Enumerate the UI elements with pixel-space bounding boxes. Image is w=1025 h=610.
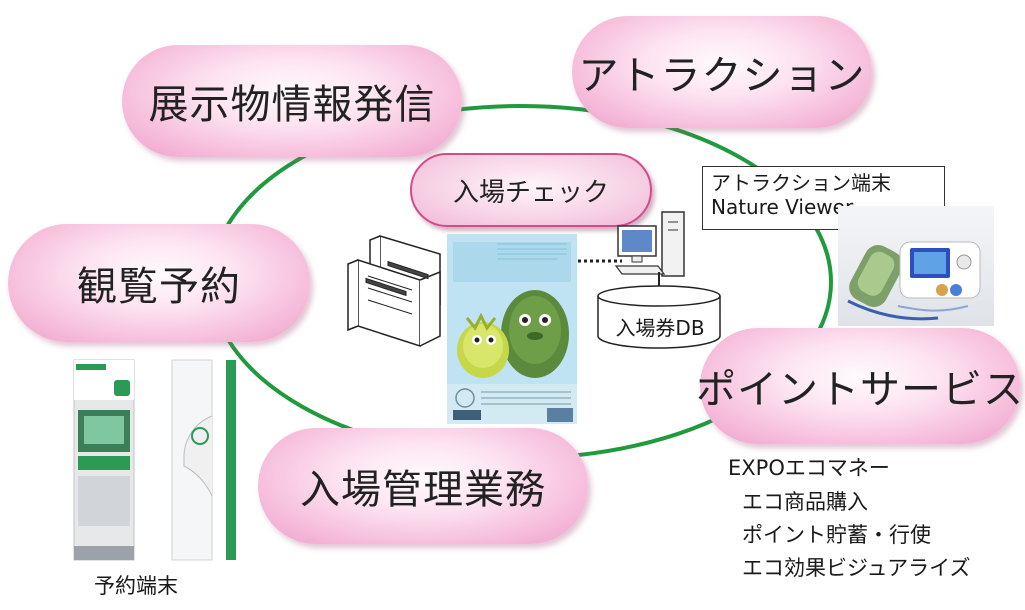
eco-money-item: エコ商品購入 [742, 490, 868, 514]
pill-attraction[interactable]: アトラクション [572, 16, 872, 128]
attraction-terminal-line2: Nature Viewer [711, 195, 854, 219]
database-icon [597, 285, 721, 349]
pill-entry-management[interactable]: 入場管理業務 [258, 428, 588, 544]
pill-reservation-label: 観覧予約 [77, 264, 241, 310]
eco-money-title: EXPOエコマネー [728, 456, 890, 480]
pill-reservation[interactable]: 観覧予約 [8, 224, 310, 342]
entry-ticket-image [447, 234, 577, 424]
pill-exhibit-info[interactable]: 展示物情報発信 [122, 45, 462, 157]
ticket-db-label: 入場券DB [615, 316, 705, 340]
connector-dotted [578, 259, 622, 263]
ticket-gate-icon [347, 234, 441, 348]
reservation-kiosk-icon [64, 356, 238, 568]
pill-attraction-label: アトラクション [578, 53, 866, 99]
handheld-device-icon [838, 206, 994, 326]
reservation-terminal-label: 予約端末 [94, 574, 178, 598]
pill-entry-management-label: 入場管理業務 [300, 467, 546, 513]
server-computer-icon [614, 211, 685, 277]
eco-money-item: エコ効果ビジュアライズ [742, 556, 971, 580]
pill-entry-check-label: 入場チェック [452, 177, 609, 208]
pill-point-service[interactable]: ポイントサービス [696, 328, 1023, 444]
pill-entry-check[interactable]: 入場チェック [410, 153, 652, 227]
pill-exhibit-info-label: 展示物情報発信 [148, 82, 436, 128]
attraction-terminal-label: アトラクション端末 Nature Viewer [702, 166, 945, 230]
eco-money-item: ポイント貯蓄・行使 [742, 523, 931, 547]
pill-point-service-label: ポイントサービス [696, 367, 1024, 413]
attraction-terminal-line1: アトラクション端末 [711, 171, 891, 195]
